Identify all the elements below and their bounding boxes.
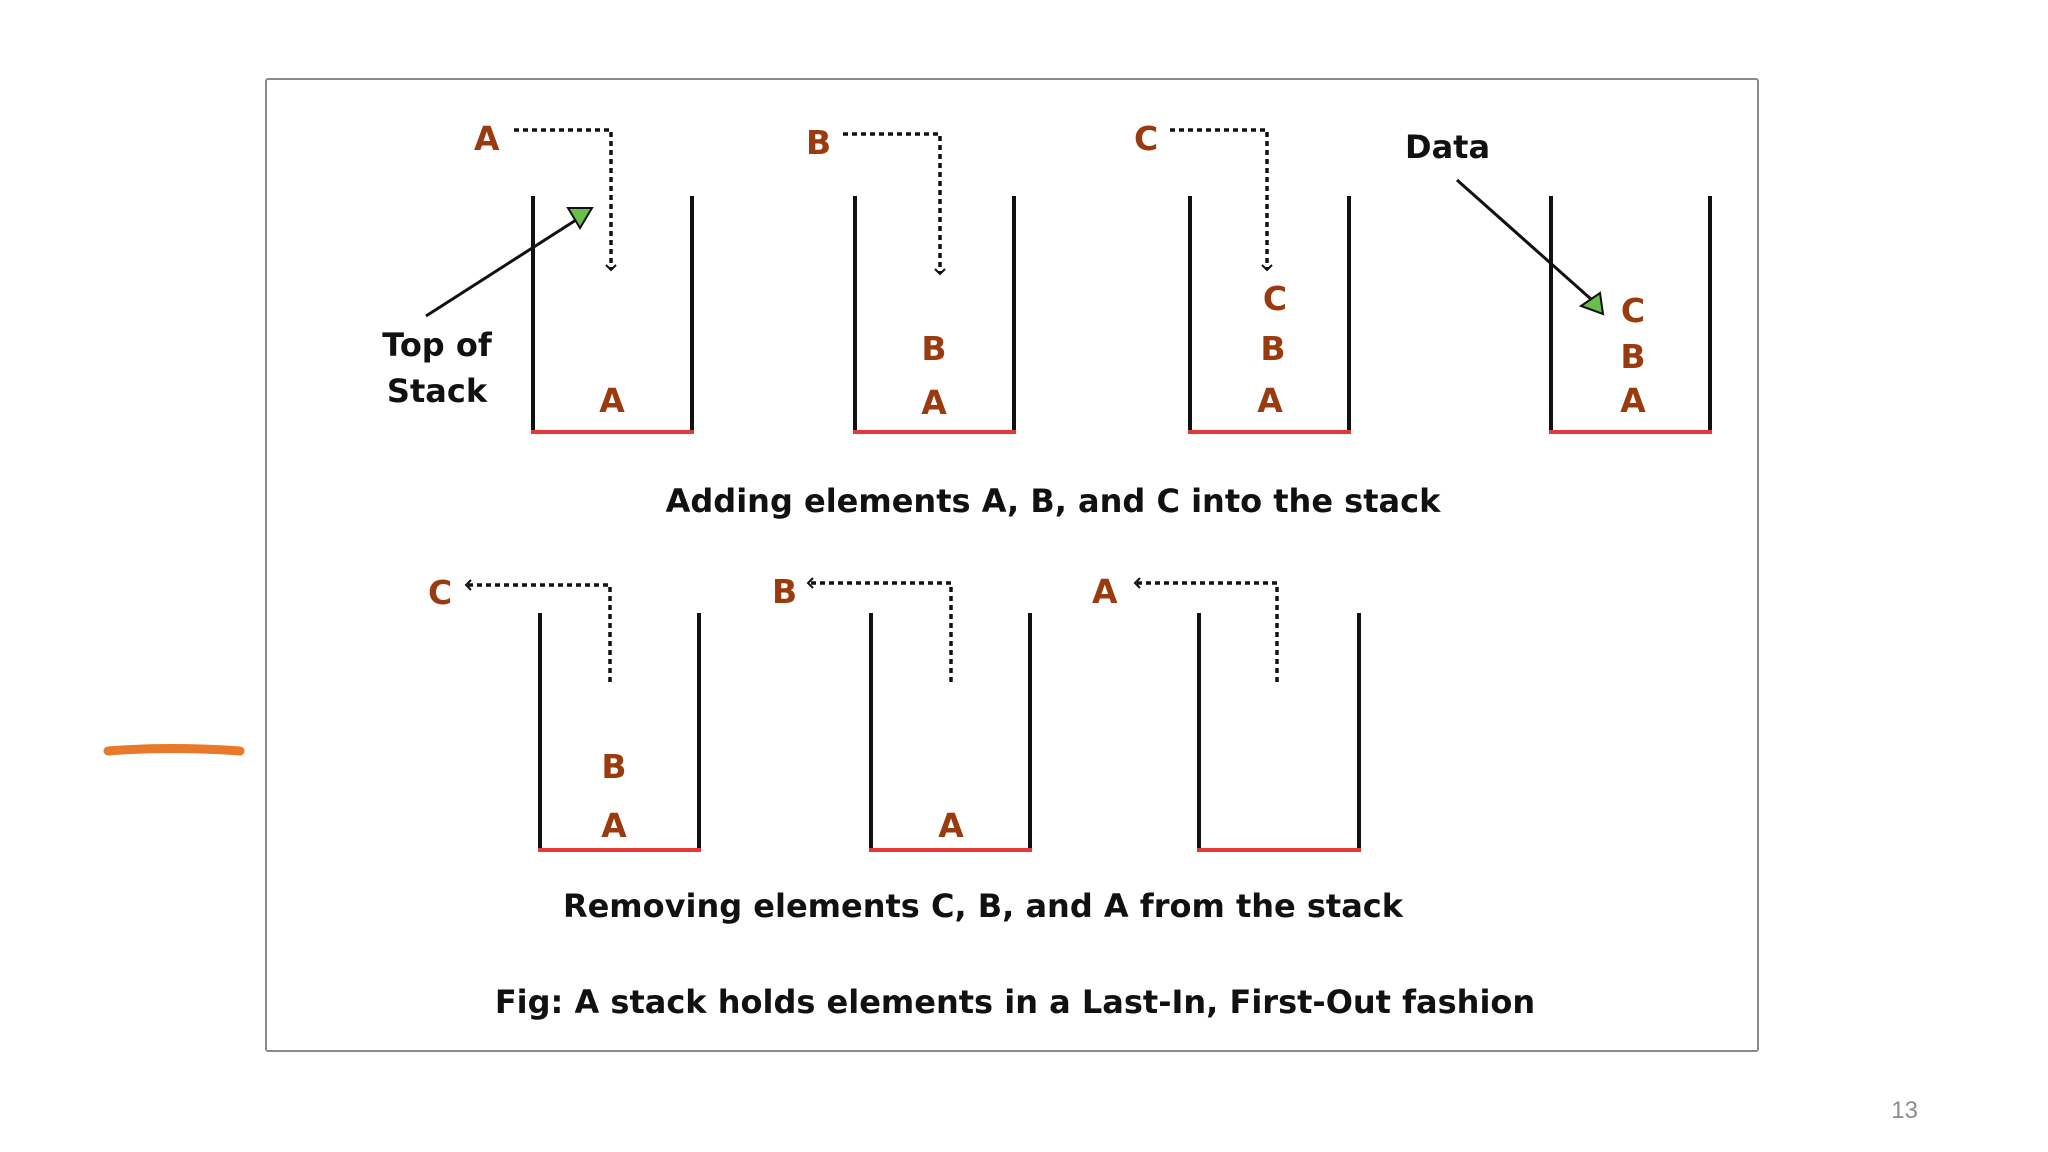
pop-arrow — [464, 579, 612, 682]
incoming-element: B — [806, 123, 831, 162]
push-arrow — [1170, 128, 1273, 272]
incoming-element: A — [474, 119, 500, 158]
stack-element: A — [938, 806, 964, 845]
pop-arrow — [806, 577, 953, 682]
push-arrow — [514, 128, 617, 272]
push-stack-1: A A — [474, 119, 694, 434]
pop-stack-3: A — [1092, 572, 1361, 852]
stack-element: A — [599, 381, 625, 420]
stack-element: C — [1263, 279, 1287, 318]
data-pointer-arrow — [1456, 178, 1593, 302]
stack-element: A — [601, 806, 627, 845]
top-of-stack-label-line2: Stack — [387, 372, 488, 410]
stack-element: A — [1257, 381, 1283, 420]
pointer-arrow — [425, 218, 577, 318]
pointer-arrowhead — [566, 207, 594, 230]
push-stack-3: C A B C — [1134, 119, 1351, 434]
page-number: 13 — [1891, 1097, 1918, 1124]
outgoing-element: B — [772, 572, 797, 611]
stack-element: A — [1620, 381, 1646, 420]
pen-mark — [103, 744, 245, 756]
push-arrow — [843, 132, 946, 276]
top-of-stack-label-line1: Top of — [382, 326, 493, 364]
stack-element: A — [921, 383, 947, 422]
outgoing-element: C — [428, 573, 452, 612]
data-annotation: Data — [1405, 128, 1605, 316]
stack-element: B — [601, 747, 626, 786]
stack-element: B — [1620, 337, 1645, 376]
stack-element: B — [1260, 329, 1285, 368]
push-stack-4: A B C — [1549, 196, 1712, 434]
push-stack-2: B A B — [806, 123, 1016, 434]
data-pointer-arrowhead — [1578, 291, 1605, 316]
pop-arrow — [1133, 577, 1279, 682]
outgoing-element: A — [1092, 572, 1118, 611]
data-label: Data — [1405, 128, 1490, 166]
incoming-element: C — [1134, 119, 1158, 158]
stack-element: B — [921, 329, 946, 368]
pop-stack-1: C A B — [428, 573, 701, 852]
pop-caption: Removing elements C, B, and A from the s… — [563, 887, 1404, 925]
push-caption: Adding elements A, B, and C into the sta… — [666, 482, 1441, 520]
stack-element: C — [1621, 291, 1645, 330]
figure-caption: Fig: A stack holds elements in a Last-In… — [495, 983, 1535, 1021]
pop-stack-2: B A — [772, 572, 1032, 852]
top-of-stack-annotation: Top of Stack — [382, 207, 594, 410]
